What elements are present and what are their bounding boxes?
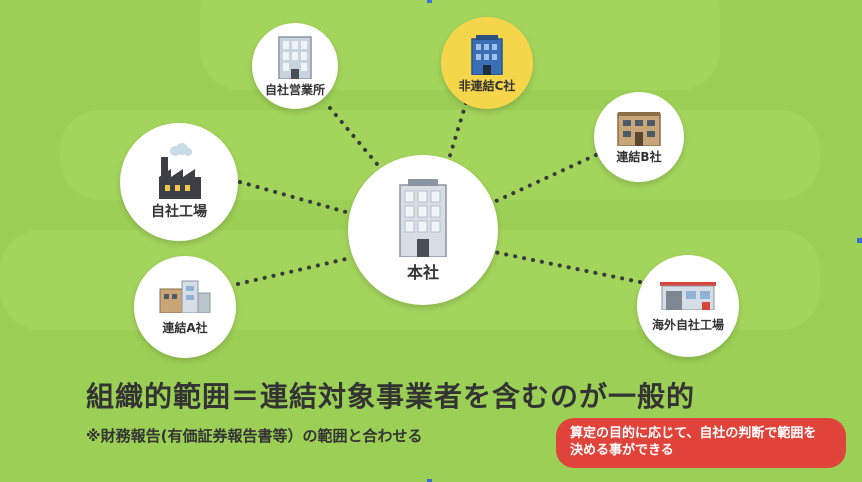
connector-non-consolidated-c xyxy=(446,101,468,164)
node-own-office: 自社営業所 xyxy=(252,23,338,109)
node-non-consolidated-c: 非連結C社 xyxy=(441,17,533,109)
node-consolidated-a-label: 連結A社 xyxy=(162,320,208,335)
node-consolidated-a: 連結A社 xyxy=(134,256,236,358)
callout-line-2: 決める事ができる xyxy=(570,443,674,458)
connector-consolidated-b xyxy=(492,153,598,204)
office-building-icon xyxy=(278,35,312,79)
node-headquarters: 本社 xyxy=(348,155,498,305)
office-building-icon xyxy=(471,34,503,75)
connector-own-factory xyxy=(238,180,348,214)
apartment-building-icon xyxy=(617,111,661,146)
warehouse-icon xyxy=(660,281,716,310)
callout-line-1: 算定の目的に応じて、自社の判断で範囲を xyxy=(570,426,817,441)
building-icon xyxy=(159,280,211,313)
node-own-factory-label: 自社工場 xyxy=(151,204,207,220)
node-consolidated-b: 連結B社 xyxy=(594,92,684,182)
connector-consolidated-a xyxy=(236,256,352,286)
office-building-icon xyxy=(399,179,447,257)
connector-overseas-factory xyxy=(492,250,642,284)
node-own-office-label: 自社営業所 xyxy=(264,82,325,97)
main-title: 組織的範囲＝連結対象事業者を含むのが一般的 xyxy=(86,380,696,413)
callout-box: 算定の目的に応じて、自社の判断で範囲を 決める事ができる xyxy=(556,418,846,468)
selection-handle[interactable] xyxy=(427,479,432,482)
selection-handle[interactable] xyxy=(857,238,862,243)
node-overseas-factory-label: 海外自社工場 xyxy=(651,317,724,332)
footnote: ※財務報告(有価証券報告書等）の範囲と合わせる xyxy=(86,427,423,445)
node-consolidated-b-label: 連結B社 xyxy=(616,149,662,164)
node-non-consolidated-c-label: 非連結C社 xyxy=(458,78,516,93)
node-overseas-factory: 海外自社工場 xyxy=(637,255,739,357)
node-headquarters-label: 本社 xyxy=(406,263,439,282)
selection-handle[interactable] xyxy=(427,0,432,3)
factory-icon xyxy=(159,143,201,199)
node-own-factory: 自社工場 xyxy=(120,123,238,241)
connector-own-office xyxy=(328,106,384,172)
